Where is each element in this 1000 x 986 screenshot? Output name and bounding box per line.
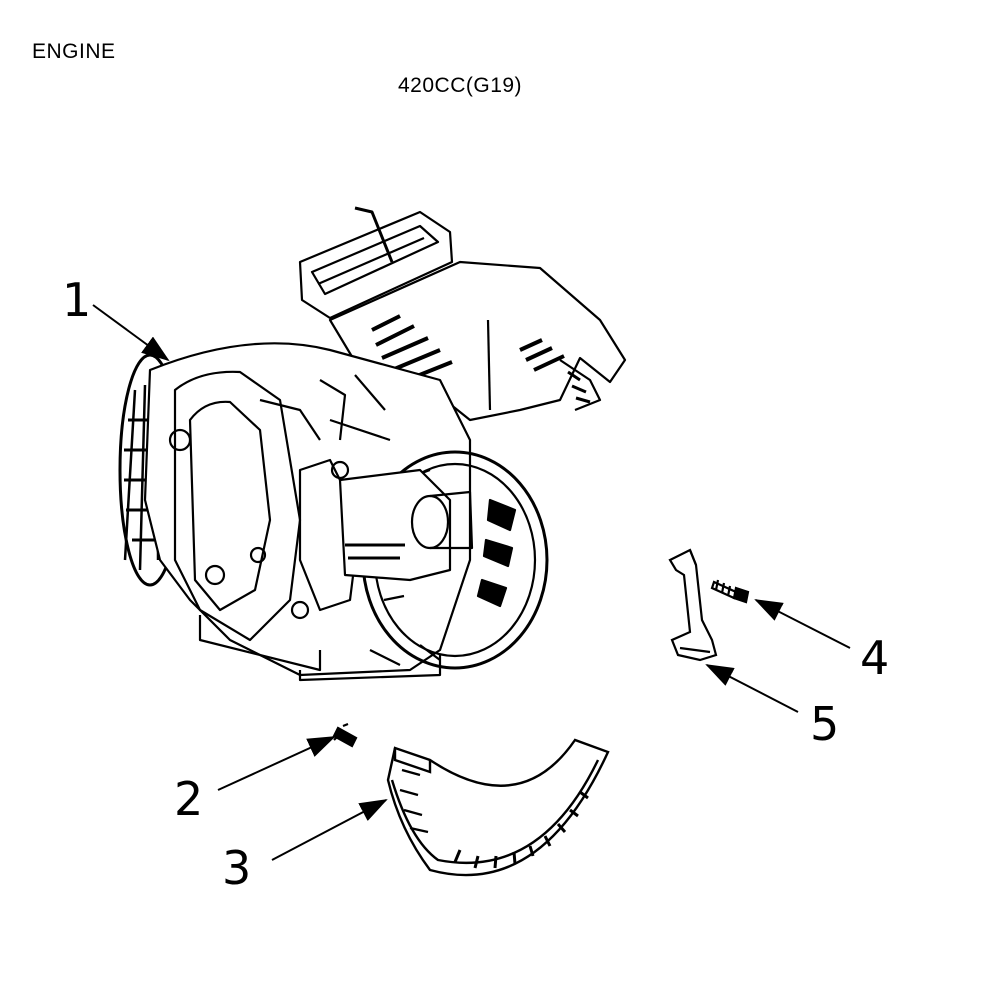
bracket: [668, 548, 718, 662]
callout-4: 4: [860, 631, 889, 685]
callout-1: 1: [62, 273, 91, 327]
leader-line-2: [217, 736, 336, 791]
engine-assembly: [118, 206, 627, 682]
screw: [332, 722, 358, 748]
leader-line-1: [92, 304, 170, 362]
diagram-title: ENGINE: [32, 40, 116, 63]
callout-2: 2: [174, 772, 203, 826]
model-label: 420CC(G19): [398, 74, 523, 97]
leader-line-5: [705, 664, 799, 713]
callout-5: 5: [810, 697, 839, 751]
leader-line-4: [754, 599, 851, 649]
leader-lines: [92, 304, 851, 861]
bolt: [710, 579, 750, 604]
flywheel-cover: [386, 738, 610, 877]
callout-3: 3: [222, 841, 251, 895]
leader-line-3: [271, 799, 388, 861]
